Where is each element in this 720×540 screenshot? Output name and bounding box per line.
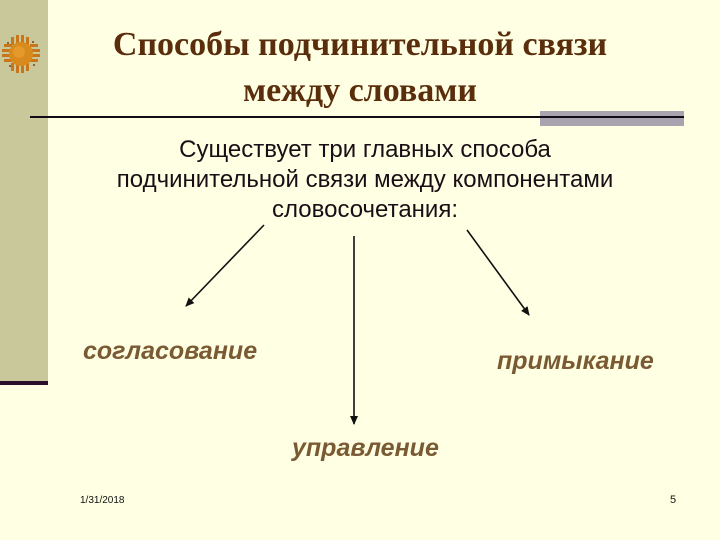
- intro-line-2: подчинительной связи между компонентами: [116, 166, 614, 193]
- term-adjunction: примыкание: [497, 347, 654, 375]
- term-government: управление: [292, 434, 439, 462]
- footer-date: 1/31/2018: [80, 495, 125, 506]
- title-line-1: Способы подчинительной связи: [112, 26, 608, 63]
- page-title: Способы подчинительной связи между слова…: [60, 22, 660, 114]
- arrow-left: [185, 224, 265, 307]
- intro-line-3: словосочетания:: [272, 196, 458, 223]
- page-number: 5: [670, 494, 677, 506]
- term-agreement: согласование: [83, 337, 258, 365]
- title-line-2: между словами: [242, 72, 478, 109]
- sidebar-divider: [0, 381, 48, 385]
- title-accent-bar: [540, 111, 684, 126]
- sun-icon: [2, 35, 40, 73]
- title-divider: [30, 116, 684, 118]
- intro-text: Существует три главных способа подчините…: [60, 135, 670, 225]
- arrow-right: [466, 229, 530, 316]
- intro-line-1: Существует три главных способа: [179, 136, 551, 163]
